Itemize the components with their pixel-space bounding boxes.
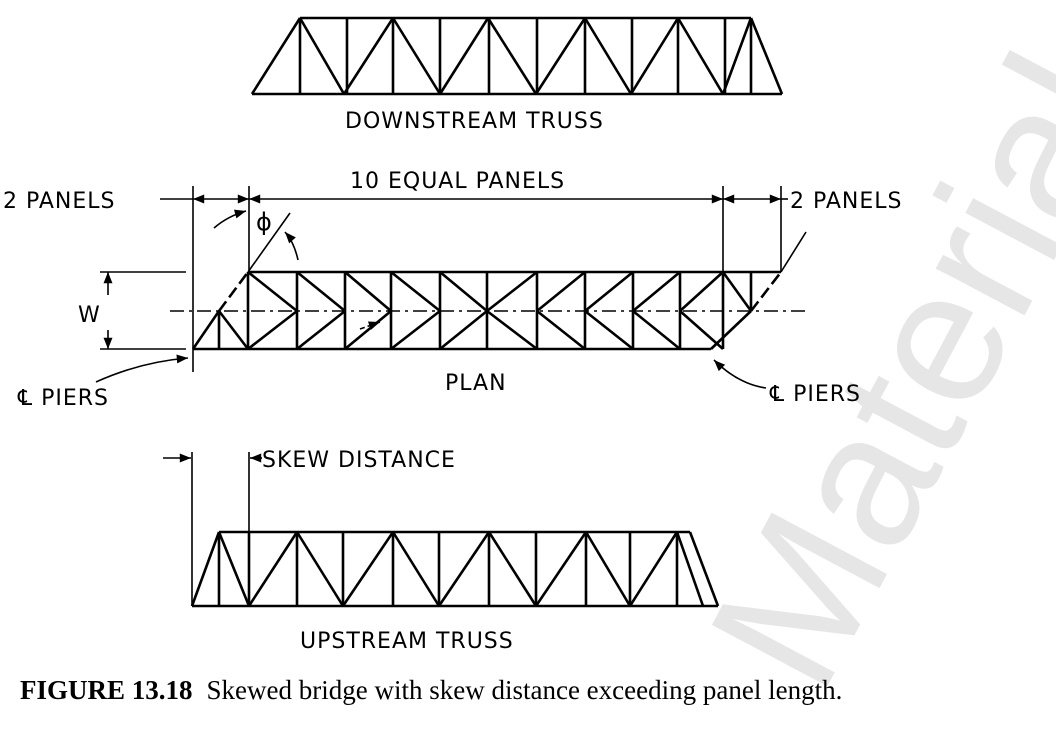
upstream-diagonal [391,531,441,607]
left-skew-line [247,212,291,273]
upstream-diagonal [675,531,705,607]
upstream-diagonal [437,531,491,607]
plan-lateral-brace [390,270,441,313]
plan-end-brace [217,310,250,350]
phi-arrow-left [213,209,247,229]
plan-lateral-brace [679,271,724,312]
downstream-end-post [250,17,302,95]
plan-lateral-brace [486,309,538,351]
downstream-diagonal [583,17,633,95]
plan-lateral-brace [439,309,488,351]
plan-lateral-brace [536,270,586,313]
downstream-diagonal [721,17,753,95]
plan-lateral-brace [344,271,392,312]
plan-end-brace [710,310,752,350]
plan-label: PLAN [445,371,507,396]
cl-piers-left-leader [95,354,189,383]
downstream-diagonal [298,17,346,95]
width-w-label: W [78,303,101,328]
cl-piers-right-label: ℄ PIERS [769,382,861,407]
upstream-end-post [190,531,221,607]
downstream-diagonal [534,17,587,95]
two-panels-left-label: 2 PANELS [3,189,115,214]
cl-piers-left-label: ℄ PIERS [17,386,109,411]
downstream-diagonal [486,17,538,95]
plan-lateral-brace [486,270,538,313]
figure-caption: FIGURE 13.18 Skewed bridge with skew dist… [20,676,1030,705]
plan-lateral-brace [584,309,634,351]
downstream-end-post [749,17,784,95]
upstream-diagonal [247,531,299,607]
plan-lateral-brace [247,270,298,313]
upstream-truss-label: UPSTREAM TRUSS [300,629,514,654]
plan-skew-line [217,271,250,312]
plan-lateral-brace [390,309,441,351]
upstream-diagonal [534,531,588,607]
dimension-lines [95,186,808,606]
skew-distance-label: SKEW DISTANCE [262,448,456,473]
plan-lateral-brace [632,309,681,351]
plan-lateral-brace [536,309,586,351]
downstream-diagonal [438,17,490,95]
downstream-truss-label: DOWNSTREAM TRUSS [345,109,604,134]
caption-text: Skewed bridge with skew distance exceedi… [206,675,843,705]
plan-lateral-brace [632,270,681,313]
plan-small-arrow [359,321,381,330]
truss-members [190,16,784,608]
upstream-diagonal [295,531,345,607]
downstream-diagonal [391,17,442,95]
downstream-diagonal [342,17,395,95]
upstream-diagonal [487,531,538,607]
plan-end-brace [721,271,753,312]
plan-lateral-brace [247,309,298,351]
upstream-end-post [688,531,720,607]
plan-lateral-brace [344,309,392,351]
plan-lateral-brace [584,270,634,313]
plan-skew-line [749,271,783,312]
skew-angle-phi-label: ϕ [256,208,273,236]
phi-arrow-right [284,231,299,261]
upstream-diagonal [341,531,395,607]
figure-number: FIGURE 13.18 [20,675,193,705]
upstream-diagonal [217,531,251,607]
plan-lateral-brace [296,309,346,351]
two-panels-right-label: 2 PANELS [790,189,902,214]
downstream-diagonal [676,17,725,95]
plan-end-brace [191,310,221,350]
ten-equal-panels-label: 10 EQUAL PANELS [350,169,565,194]
plan-lateral-brace [296,270,346,313]
downstream-diagonal [629,17,680,95]
upstream-diagonal [628,531,679,607]
cl-piers-right-leader [713,359,767,389]
upstream-diagonal [584,531,632,607]
plan-lateral-brace [439,270,488,313]
right-skew-line [780,231,807,273]
